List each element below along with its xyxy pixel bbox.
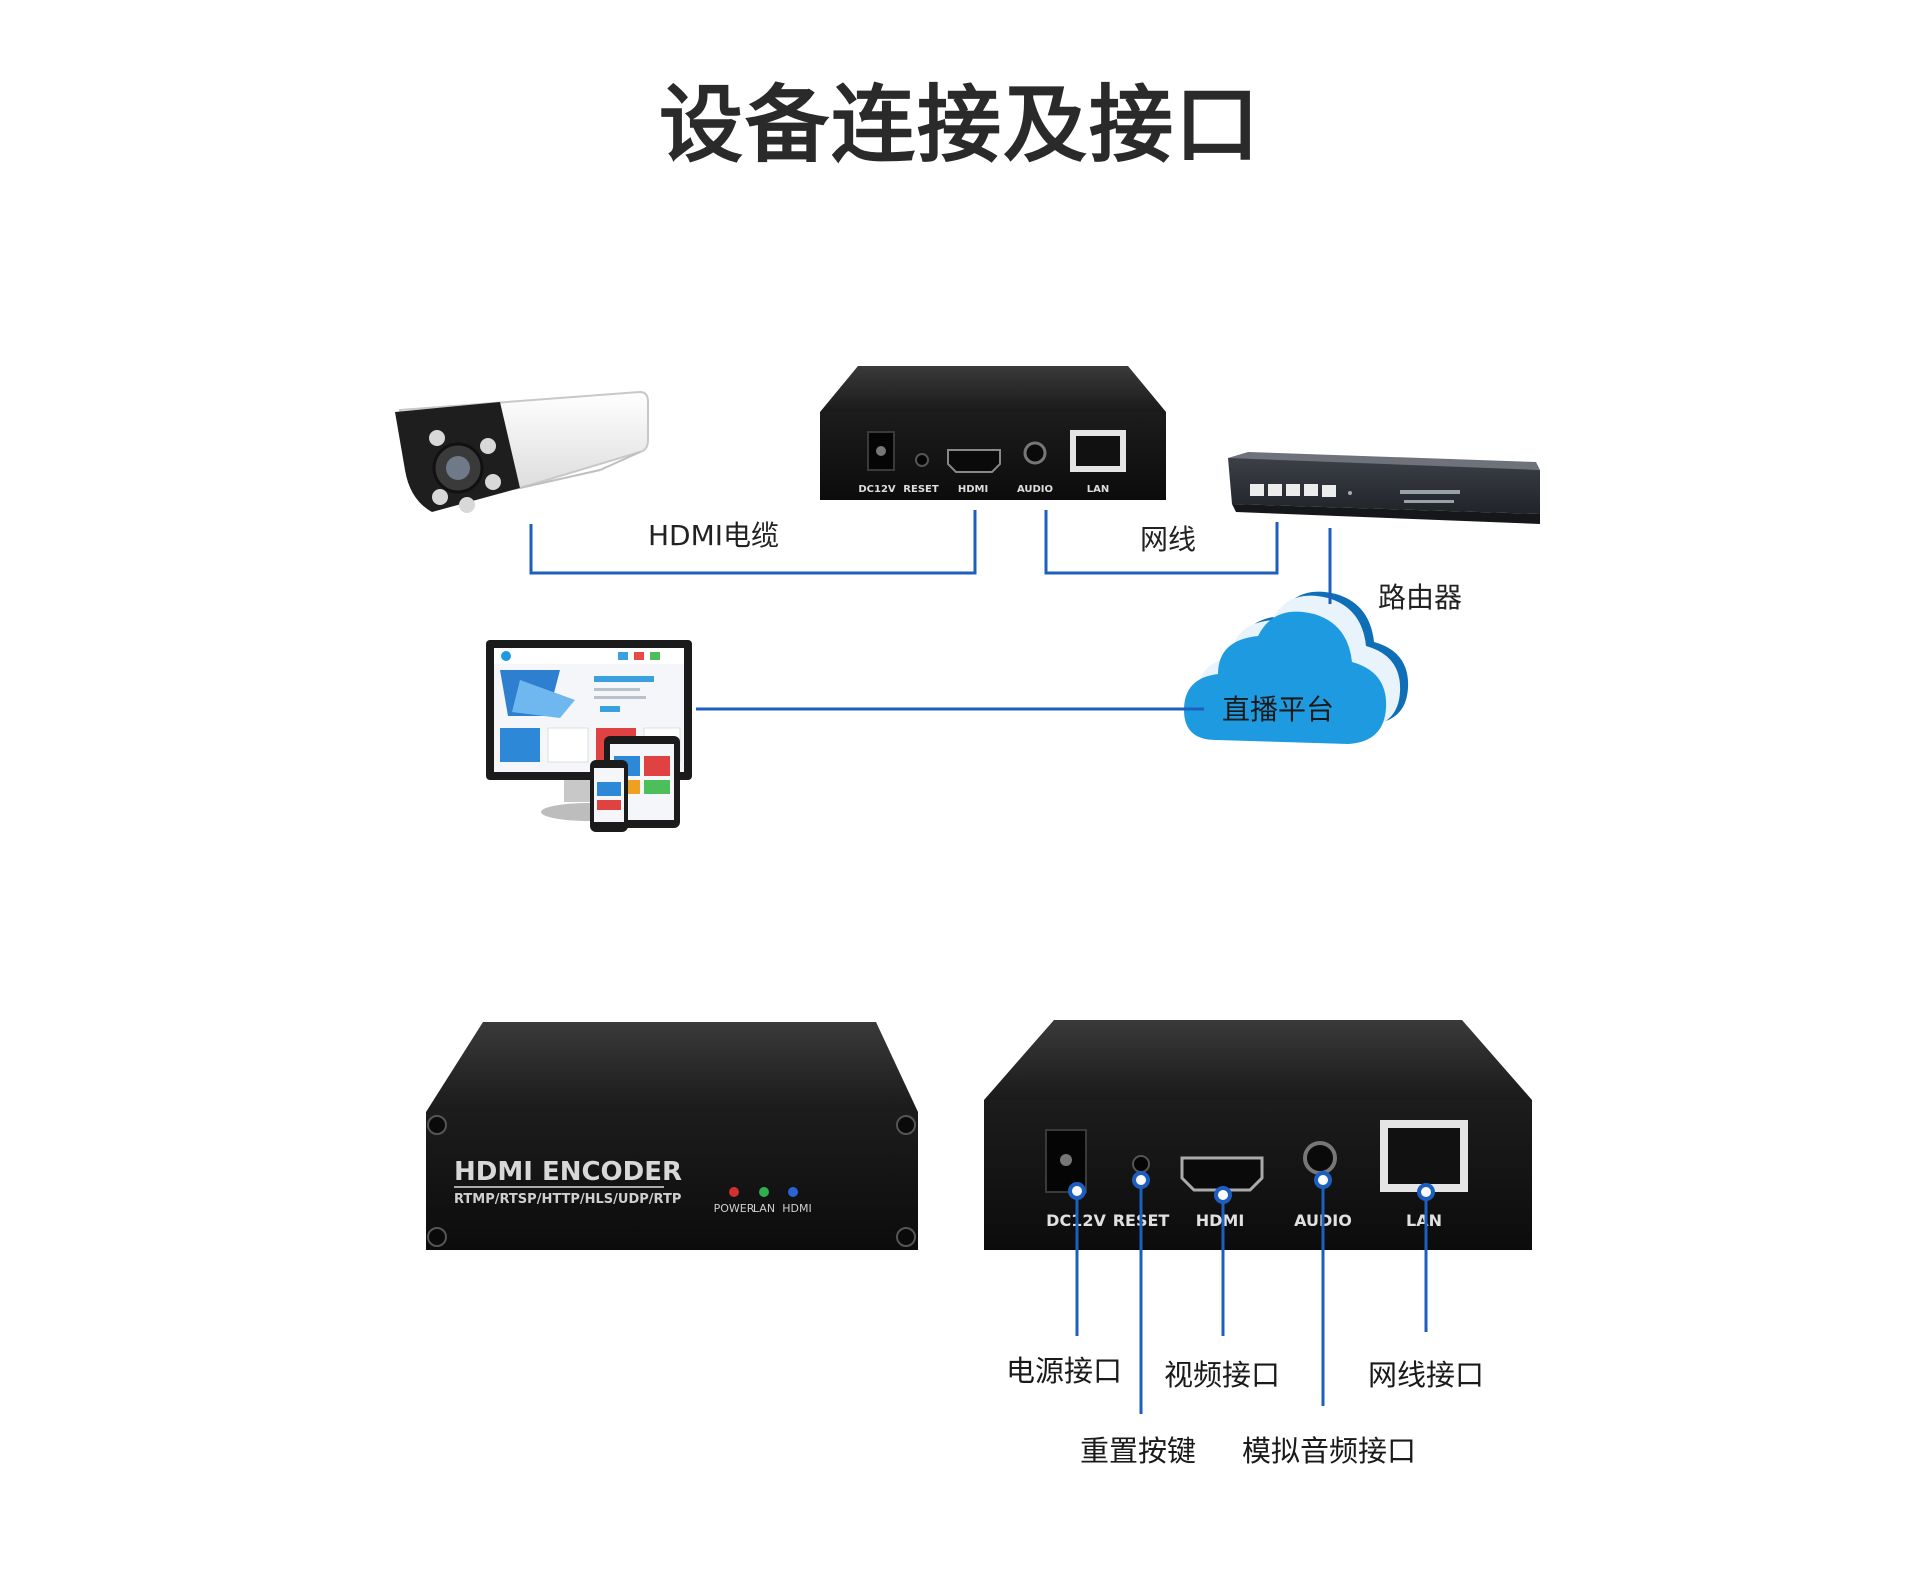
hdmi-cable-line — [529, 510, 977, 575]
port-label: RESET — [903, 484, 939, 495]
callout-reset: 重置按键 — [1080, 1434, 1197, 1468]
monitor-icon — [486, 640, 692, 832]
lan-led-icon — [759, 1187, 769, 1197]
network-cable-line — [1044, 510, 1279, 575]
port-label: DC12V — [858, 484, 896, 495]
callout-dot-network — [1417, 1183, 1435, 1201]
router-icon — [1228, 452, 1540, 524]
encoder-rear-bottom: DC12V RESET HDMI AUDIO LAN — [984, 1020, 1532, 1250]
encoder-protocols: RTMP/RTSP/HTTP/HLS/UDP/RTP — [454, 1192, 681, 1207]
encoder-front: HDMI ENCODER RTMP/RTSP/HTTP/HLS/UDP/RTP … — [426, 1022, 918, 1250]
callout-audio: 模拟音频接口 — [1242, 1434, 1417, 1468]
led-label: POWER — [714, 1202, 755, 1215]
power-led-icon — [729, 1187, 739, 1197]
callout-network: 网线接口 — [1368, 1358, 1485, 1392]
cloud-icon — [1184, 591, 1409, 744]
port-label: LAN — [1087, 484, 1109, 495]
port-label: LAN — [1406, 1211, 1442, 1230]
connection-lines — [529, 510, 1332, 711]
hdmi-cable-label: HDMI电缆 — [648, 519, 780, 552]
port-label: HDMI — [1196, 1211, 1245, 1230]
encoder-brand: HDMI ENCODER — [454, 1157, 682, 1187]
platform-label: 直播平台 — [1222, 693, 1335, 726]
callout-video: 视频接口 — [1164, 1358, 1281, 1392]
port-label: AUDIO — [1017, 484, 1053, 495]
router-label: 路由器 — [1378, 581, 1463, 614]
port-label: HDMI — [958, 484, 988, 495]
hdmi-led-icon — [788, 1187, 798, 1197]
callout-lines — [1075, 1180, 1428, 1414]
led-label: LAN — [753, 1202, 775, 1215]
callout-dot-video — [1214, 1186, 1232, 1204]
callout-dot-reset — [1132, 1171, 1150, 1189]
page-title: 设备连接及接口 — [658, 76, 1261, 174]
callout-dot-audio — [1314, 1171, 1332, 1189]
camera-icon — [395, 390, 649, 513]
encoder-rear-top: DC12V RESET HDMI AUDIO LAN — [820, 366, 1166, 500]
callout-dots — [1068, 1171, 1435, 1204]
led-label: HDMI — [782, 1202, 811, 1215]
callout-dot-power — [1068, 1182, 1086, 1200]
callout-power: 电源接口 — [1006, 1354, 1123, 1388]
network-cable-label: 网线 — [1140, 523, 1197, 556]
